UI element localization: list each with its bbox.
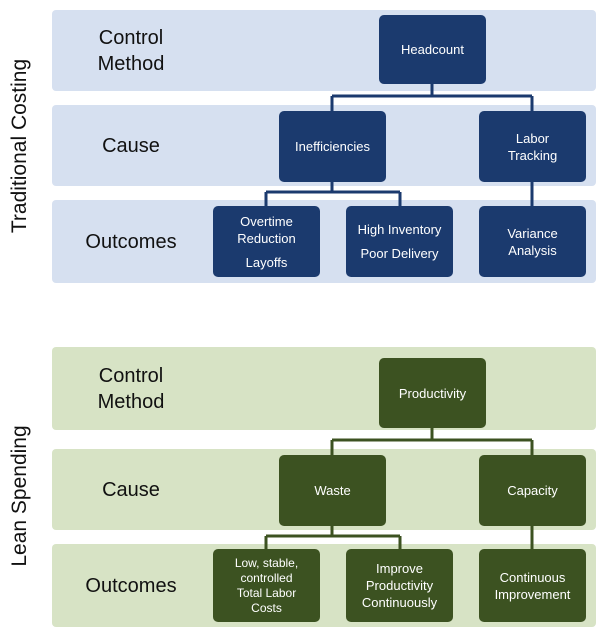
waste-box: Waste bbox=[279, 455, 386, 526]
labor-tracking-box: Labor Tracking bbox=[479, 111, 586, 182]
lean-control-method-text: Control Method bbox=[97, 364, 165, 413]
overtime-layoffs-box: Overtime Reduction Layoffs bbox=[213, 206, 320, 277]
variance-analysis-text: Variance Analysis bbox=[507, 225, 558, 258]
layoffs-text: Layoffs bbox=[245, 254, 288, 270]
lean-control-band bbox=[52, 347, 596, 430]
labor-costs-box: Low, stable, controlled Total Labor Cost… bbox=[213, 549, 320, 622]
traditional-control-band bbox=[52, 10, 596, 91]
traditional-outcomes-label: Outcomes bbox=[52, 200, 210, 283]
waste-text: Waste bbox=[314, 483, 351, 498]
poor-delivery-text: Poor Delivery bbox=[360, 246, 439, 261]
traditional-cause-label: Cause bbox=[52, 105, 210, 186]
labor-tracking-text: Labor Tracking bbox=[507, 130, 558, 163]
capacity-text: Capacity bbox=[507, 483, 558, 498]
improve-productivity-text: Improve Productivity Continuously bbox=[361, 561, 438, 610]
traditional-cause-text: Cause bbox=[102, 134, 160, 157]
capacity-box: Capacity bbox=[479, 455, 586, 526]
continuous-improvement-text: Continuous Improvement bbox=[494, 569, 571, 602]
productivity-text: Productivity bbox=[398, 385, 467, 401]
lean-cause-text: Cause bbox=[102, 478, 160, 501]
productivity-box: Productivity bbox=[379, 358, 486, 428]
high-inventory-text: High Inventory bbox=[357, 222, 442, 237]
traditional-control-method-label: Control Method bbox=[52, 10, 210, 91]
lean-control-method-label: Control Method bbox=[52, 347, 210, 430]
inventory-delivery-box: High Inventory Poor Delivery bbox=[346, 206, 453, 277]
lean-outcomes-text: Outcomes bbox=[85, 574, 177, 597]
traditional-outcomes-text: Outcomes bbox=[85, 230, 177, 253]
traditional-control-method-text: Control Method bbox=[97, 26, 165, 75]
improve-productivity-box: Improve Productivity Continuously bbox=[346, 549, 453, 622]
variance-analysis-box: Variance Analysis bbox=[479, 206, 586, 277]
lean-cause-label: Cause bbox=[52, 449, 210, 530]
headcount-box: Headcount bbox=[379, 15, 486, 84]
overtime-reduction-text: Overtime Reduction bbox=[237, 213, 296, 246]
inefficiencies-text: Inefficiencies bbox=[295, 139, 370, 154]
continuous-improvement-box: Continuous Improvement bbox=[479, 549, 586, 622]
inefficiencies-box: Inefficiencies bbox=[279, 111, 386, 182]
labor-costs-text: Low, stable, controlled Total Labor Cost… bbox=[234, 555, 299, 615]
lean-outcomes-label: Outcomes bbox=[52, 544, 210, 627]
headcount-text: Headcount bbox=[401, 42, 464, 57]
